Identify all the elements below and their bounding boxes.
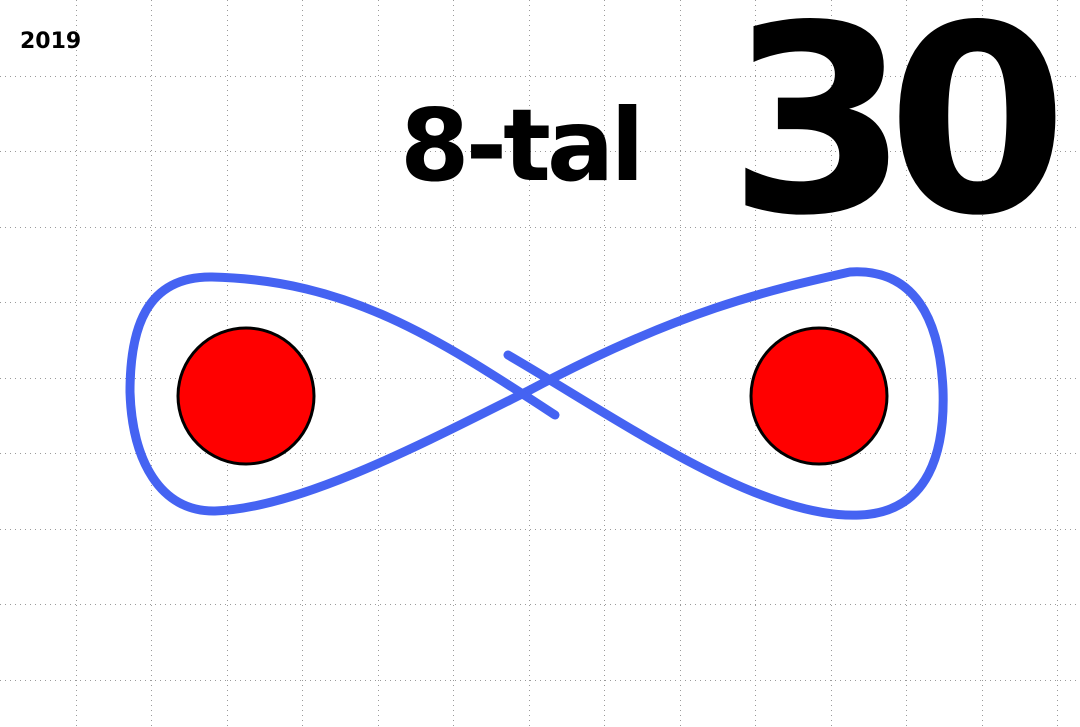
- figure-eight-loop-left-strand: [125, 272, 560, 516]
- red-circle-right: [749, 326, 889, 466]
- figure-eight-title: 8-tal: [400, 87, 645, 204]
- count-number: 30: [728, 0, 1068, 273]
- red-circle-left: [176, 326, 316, 466]
- year-label: 2019: [20, 29, 82, 54]
- figure-eight-loop-right-strand: [503, 267, 948, 520]
